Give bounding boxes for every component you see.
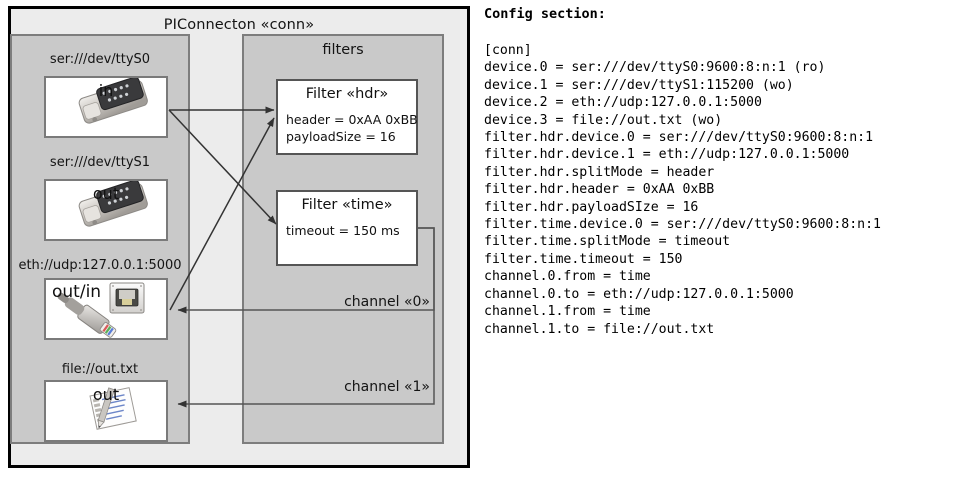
device-label-eth: eth://udp:127.0.0.1:5000 (18, 258, 182, 273)
filter-props-time: timeout = 150 ms (286, 223, 400, 238)
device-card-eth[interactable]: out/in (44, 278, 168, 340)
device-label-file: file://out.txt (61, 362, 139, 377)
serial-port-icon (46, 78, 166, 136)
device-label-ser1: ser:///dev/ttyS1 (49, 155, 151, 170)
config-panel: Config section: [conn] device.0 = ser://… (478, 0, 964, 484)
diagram-title: PIConnecton «conn» (163, 17, 315, 33)
filters-group-title: filters (322, 42, 364, 58)
filter-title-time: Filter «time» (301, 197, 393, 213)
architecture-diagram: PIConnecton «conn» filters ser:///dev/tt… (0, 0, 478, 484)
device-direction-file: out (92, 385, 120, 404)
filter-title-hdr: Filter «hdr» (305, 86, 389, 102)
device-card-ser1[interactable]: out (44, 179, 168, 241)
config-text: [conn] device.0 = ser:///dev/ttyS0:9600:… (484, 43, 881, 337)
config-heading: Config section: (484, 6, 606, 22)
device-card-ser0[interactable]: in (44, 76, 168, 138)
filter-props-hdr: header = 0xAA 0xBB payloadSize = 16 (286, 112, 418, 144)
ethernet-plug-icon (46, 280, 166, 338)
device-direction-ser1: out (92, 184, 120, 203)
device-direction-ser0: in (98, 81, 114, 100)
serial-port-icon (46, 181, 166, 239)
filter-card-time[interactable]: Filter «time» timeout = 150 ms (276, 190, 418, 266)
device-direction-eth: out/in (52, 282, 102, 302)
channel-label-0: channel «0» (344, 294, 430, 310)
channel-label-1: channel «1» (344, 379, 430, 395)
device-label-ser0: ser:///dev/ttyS0 (49, 52, 151, 67)
text-file-icon (46, 382, 166, 440)
filter-card-hdr[interactable]: Filter «hdr» header = 0xAA 0xBB payloadS… (276, 79, 418, 155)
device-card-file[interactable]: out (44, 380, 168, 442)
